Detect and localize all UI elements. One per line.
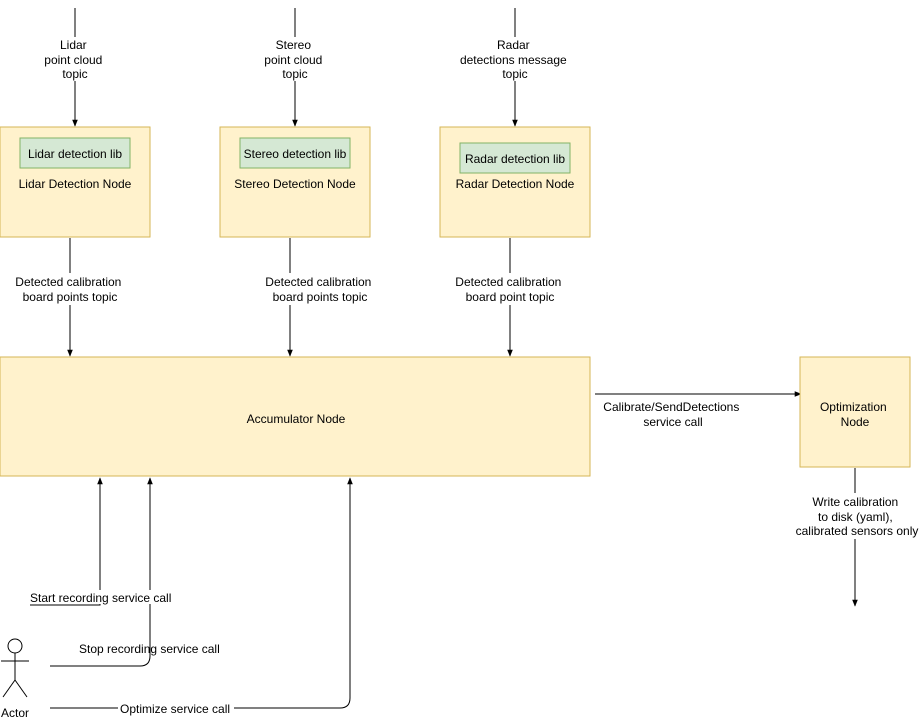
stereo-input-label: Stereo point cloud topic — [264, 38, 325, 81]
radar-input-label: Radar detections message topic — [460, 38, 570, 81]
optimization-node — [799, 356, 911, 468]
stop-recording-edge — [50, 477, 153, 667]
optimize-label: Optimize service call — [120, 702, 230, 716]
lidar-detection-node-label: Lidar Detection Node — [19, 177, 132, 191]
accumulator-node — [0, 356, 591, 477]
optimize-edge — [50, 477, 353, 709]
start-recording-label: Start recording service call — [30, 591, 171, 605]
stop-recording-label: Stop recording service call — [79, 642, 220, 656]
radar-detection-node-label: Radar Detection Node — [456, 177, 575, 191]
stereo-output-label: Detected calibration board points topic — [265, 275, 374, 304]
lidar-detection-lib — [19, 137, 131, 169]
lidar-input-label: Lidar point cloud topic — [44, 38, 105, 81]
optimization-node-label: Optimization Node — [820, 400, 890, 429]
start-recording-edge — [30, 477, 103, 606]
radar-detection-lib — [459, 142, 571, 174]
stereo-detection-lib-label: Stereo detection lib — [244, 147, 347, 161]
radar-detection-lib-label: Radar detection lib — [465, 152, 565, 166]
stereo-detection-node-label: Stereo Detection Node — [234, 177, 356, 191]
calibrate-edge-label: Calibrate/SendDetections service call — [603, 400, 742, 429]
write-edge-label: Write calibration to disk (yaml), calibr… — [796, 495, 919, 538]
actor-icon — [1, 638, 29, 698]
actor-label: Actor — [1, 706, 29, 718]
lidar-detection-lib-label: Lidar detection lib — [28, 147, 122, 161]
stereo-detection-lib — [239, 137, 351, 169]
accumulator-node-label: Accumulator Node — [247, 412, 346, 426]
radar-output-label: Detected calibration board point topic — [455, 275, 564, 304]
lidar-output-label: Detected calibration board points topic — [15, 275, 124, 304]
